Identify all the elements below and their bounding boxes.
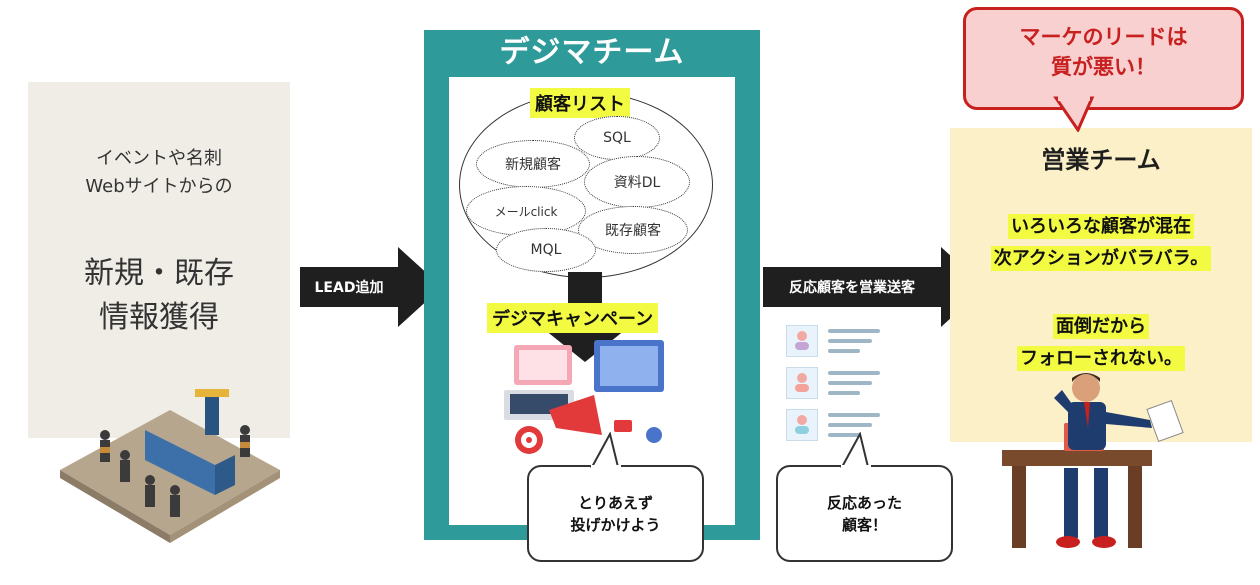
source-line-1: イベントや名刺 — [96, 148, 222, 169]
customer-list-label: 顧客リスト — [530, 88, 630, 118]
segment-doc-download: 資料DL — [584, 156, 690, 208]
segment-existing-customer: 既存顧客 — [578, 206, 688, 254]
contacts-bubble-tail — [840, 432, 871, 468]
segment-mql: MQL — [496, 228, 596, 272]
sales-team-panel — [950, 128, 1252, 442]
sales-line-4: フォローされない。 — [950, 344, 1252, 371]
contact-card-1 — [786, 325, 818, 357]
callout-line-1: マーケのリードは — [1019, 25, 1188, 49]
campaign-label: デジマキャンペーン — [487, 303, 659, 333]
digima-bubble-line-1: とりあえず — [577, 493, 653, 512]
contacts-bubble-line-1: 反応あった — [826, 493, 902, 512]
callout-bubble — [963, 7, 1244, 110]
digima-bubble-tail — [590, 432, 621, 468]
marketing-illustration — [504, 340, 664, 454]
sales-line-1: いろいろな顧客が混在 — [950, 212, 1252, 239]
contacts-speech-bubble: 反応あった 顧客！ — [776, 465, 953, 562]
segment-mail-click: メールclick — [466, 186, 586, 236]
lead-add-arrow: LEAD追加 — [300, 267, 398, 307]
event-booth-illustration — [60, 389, 280, 543]
callout-text: マーケのリードは 質が悪い！ — [963, 22, 1244, 82]
send-to-sales-label: 反応顧客を営業送客 — [789, 280, 915, 296]
segment-sql: SQL — [574, 116, 660, 160]
contact-list-icon — [786, 325, 886, 445]
lead-add-label: LEAD追加 — [314, 280, 384, 296]
send-to-sales-arrow: 反応顧客を営業送客 — [763, 267, 941, 307]
source-line-2: Webサイトからの — [85, 176, 233, 197]
source-big-line-2: 情報獲得 — [99, 300, 219, 335]
digima-team-title: デジマチーム — [499, 35, 685, 70]
source-panel: イベントや名刺 Webサイトからの 新規・既存 情報獲得 — [28, 82, 290, 438]
segment-new-customer: 新規顧客 — [476, 140, 590, 188]
contacts-bubble-line-2: 顧客！ — [841, 515, 887, 534]
source-big-line-1: 新規・既存 — [84, 256, 234, 291]
sales-line-3: 面倒だから — [950, 312, 1252, 339]
digima-speech-bubble: とりあえず 投げかけよう — [527, 465, 704, 562]
sales-team-title: 営業チーム — [1041, 146, 1161, 174]
callout-tail — [1053, 96, 1095, 132]
digima-bubble-line-2: 投げかけよう — [570, 515, 661, 534]
sales-line-2: 次アクションがバラバラ。 — [950, 244, 1252, 271]
salesman-illustration — [1002, 373, 1184, 548]
down-arrow-body — [568, 272, 602, 304]
callout-line-2: 質が悪い！ — [1051, 55, 1156, 79]
